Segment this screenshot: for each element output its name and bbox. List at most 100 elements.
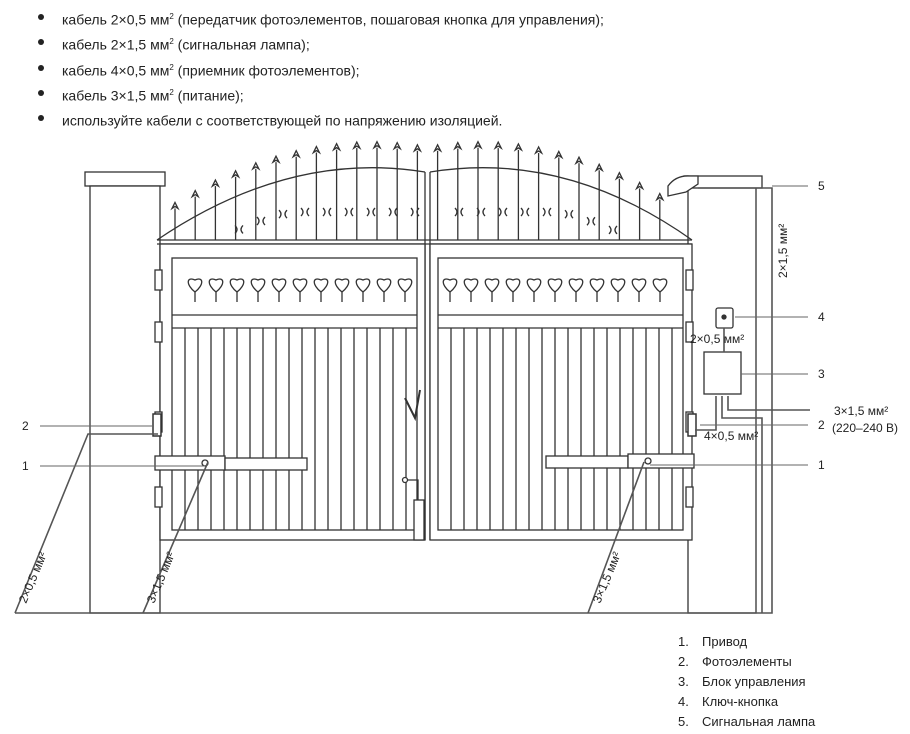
bullet-item: кабель 4×0,5 мм2 (приемник фотоэлементов… xyxy=(30,57,604,82)
spear-tip xyxy=(392,141,402,151)
scroll xyxy=(366,207,376,217)
heart xyxy=(208,278,224,293)
spear-tip xyxy=(614,171,625,181)
callout-2-right: 2 xyxy=(818,418,825,432)
signal-lamp xyxy=(667,175,699,197)
callout-2-left: 2 xyxy=(22,419,29,433)
left-pillar xyxy=(84,171,166,614)
bullet-item: кабель 2×0,5 мм2 (передатчик фотоэлемент… xyxy=(30,6,604,31)
cable-requirements-list: кабель 2×0,5 мм2 (передатчик фотоэлемент… xyxy=(30,6,604,132)
bullet-item: используйте кабели с соответствующей по … xyxy=(30,107,604,132)
callout-1-left: 1 xyxy=(22,459,29,473)
scroll xyxy=(256,216,266,226)
scroll xyxy=(454,207,464,217)
scroll xyxy=(564,209,574,219)
heart xyxy=(292,278,308,293)
spear-tip xyxy=(331,142,342,152)
legend-item: 2.Фотоэлементы xyxy=(678,654,792,669)
spear-tip xyxy=(634,181,645,191)
cable-label-photo-rx: 4×0,5 мм² xyxy=(704,429,758,443)
leader-lines xyxy=(40,185,808,467)
callout-5: 5 xyxy=(818,179,825,193)
spear-tip xyxy=(655,192,665,202)
heart xyxy=(568,278,584,293)
heart xyxy=(250,278,266,293)
scroll xyxy=(410,207,420,217)
scroll xyxy=(476,207,486,217)
heart xyxy=(442,278,458,293)
heart xyxy=(463,278,479,293)
heart xyxy=(526,278,542,293)
cable-label-motor-right: 3×1,5 мм² xyxy=(590,550,624,605)
heart xyxy=(631,278,647,293)
scroll xyxy=(344,207,354,217)
scroll xyxy=(388,207,398,217)
cable-label-power: 3×1,5 мм² xyxy=(834,404,888,418)
heart xyxy=(376,278,392,293)
spear-tip xyxy=(412,143,423,153)
scroll xyxy=(300,207,310,217)
gate-bars xyxy=(184,328,673,530)
spear-tip xyxy=(251,161,261,171)
spear-tip xyxy=(594,162,604,173)
legend-item: 1.Привод xyxy=(678,634,748,649)
photocell-left xyxy=(152,413,162,437)
spear-tip xyxy=(493,140,503,151)
heart xyxy=(187,278,203,293)
heart xyxy=(484,278,500,293)
scroll xyxy=(542,207,552,217)
gate-scroll-ornaments xyxy=(234,207,618,235)
actuator-right xyxy=(545,453,695,469)
spear-tip xyxy=(311,145,322,155)
heart xyxy=(229,278,245,293)
scroll xyxy=(520,207,530,217)
legend-item: 3.Блок управления xyxy=(678,674,806,689)
heart xyxy=(505,278,521,293)
scroll xyxy=(586,216,596,226)
bullet-item: кабель 2×1,5 мм2 (сигнальная лампа); xyxy=(30,31,604,56)
cable-label-voltage: (220–240 В) xyxy=(832,421,898,435)
cable-label-lamp: 2×1,5 мм² xyxy=(776,224,790,278)
spear-tip xyxy=(513,142,524,152)
spear-tip xyxy=(574,155,584,166)
spear-tip xyxy=(271,154,281,165)
scroll xyxy=(278,209,288,219)
spear-tip xyxy=(230,169,241,179)
photocell-right xyxy=(687,413,697,437)
right-gate-leaf xyxy=(429,243,693,541)
gate-handle xyxy=(404,389,421,422)
scroll xyxy=(234,224,244,234)
spear-tip xyxy=(210,178,221,188)
heart xyxy=(547,278,563,293)
spear-tip xyxy=(554,149,564,160)
heart xyxy=(334,278,350,293)
spear-tip xyxy=(291,149,301,159)
scroll xyxy=(498,207,508,217)
spear-tip xyxy=(352,140,362,150)
spear-tip xyxy=(473,140,483,150)
scroll xyxy=(608,225,618,235)
left-gate-leaf xyxy=(159,243,426,541)
spear-tip xyxy=(170,200,180,211)
heart xyxy=(313,278,329,293)
heart xyxy=(271,278,287,293)
legend-item: 4.Ключ-кнопка xyxy=(678,694,779,709)
cable-routes xyxy=(14,187,810,614)
bullet-item: кабель 3×1,5 мм2 (питание); xyxy=(30,82,604,107)
heart xyxy=(355,278,371,293)
spear-tip xyxy=(533,145,544,155)
spear-tip xyxy=(453,141,463,151)
heart xyxy=(397,278,413,293)
component-legend: 1.Привод 2.Фотоэлементы 3.Блок управлени… xyxy=(678,632,815,732)
callout-3: 3 xyxy=(818,367,825,381)
callout-4: 4 xyxy=(818,310,825,324)
cable-label-key: 2×0,5 мм² xyxy=(690,332,744,346)
gate-spears xyxy=(170,140,665,240)
callout-1-right: 1 xyxy=(818,458,825,472)
actuator-left xyxy=(154,455,308,471)
drop-bolt xyxy=(401,476,425,541)
heart xyxy=(652,278,668,293)
gate-heart-ornaments xyxy=(187,278,668,302)
heart xyxy=(610,278,626,293)
